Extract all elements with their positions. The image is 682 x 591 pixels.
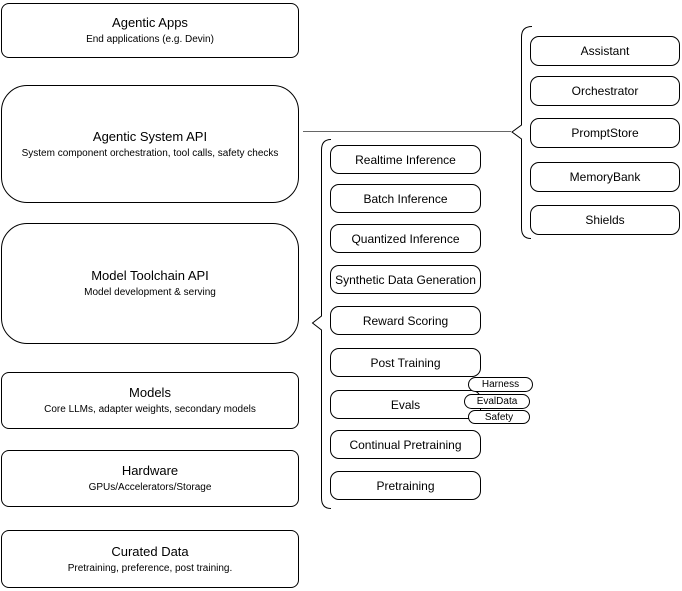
node-label: Continual Pretraining xyxy=(349,437,462,452)
node-memorybank: MemoryBank xyxy=(530,162,680,192)
node-agentic-apps: Agentic Apps End applications (e.g. Devi… xyxy=(1,3,299,58)
tag-label: EvalData xyxy=(476,396,518,407)
node-label: Orchestrator xyxy=(571,84,639,98)
node-post-training: Post Training xyxy=(330,348,481,377)
node-batch-inference: Batch Inference xyxy=(330,184,481,213)
node-pretraining: Pretraining xyxy=(330,471,481,500)
tag-evaldata: EvalData xyxy=(464,394,530,409)
node-curated-data: Curated Data Pretraining, preference, po… xyxy=(1,530,299,588)
node-label: Shields xyxy=(585,213,625,227)
node-agentic-system-api: Agentic System API System component orch… xyxy=(1,85,299,203)
node-label: Batch Inference xyxy=(363,191,448,206)
node-promptstore: PromptStore xyxy=(530,118,680,148)
node-label: Synthetic Data Generation xyxy=(335,272,476,287)
node-realtime-inference: Realtime Inference xyxy=(330,145,481,174)
node-model-toolchain-api: Model Toolchain API Model development & … xyxy=(1,223,299,344)
node-label: MemoryBank xyxy=(569,170,641,184)
tag-label: Harness xyxy=(481,379,520,390)
node-quantized-inference: Quantized Inference xyxy=(330,224,481,253)
node-models: Models Core LLMs, adapter weights, secon… xyxy=(1,372,299,429)
node-subtitle: End applications (e.g. Devin) xyxy=(86,34,214,45)
node-label: PromptStore xyxy=(571,126,639,140)
node-label: Reward Scoring xyxy=(362,313,449,328)
node-orchestrator: Orchestrator xyxy=(530,76,680,106)
node-subtitle: Pretraining, preference, post training. xyxy=(67,562,233,574)
bracket-system-components xyxy=(511,26,533,239)
node-assistant: Assistant xyxy=(530,36,680,66)
node-subtitle: System component orchestration, tool cal… xyxy=(21,147,279,159)
node-title: Agentic Apps xyxy=(112,15,188,30)
node-shields: Shields xyxy=(530,205,680,235)
tag-label: Safety xyxy=(484,411,514,423)
node-hardware: Hardware GPUs/Accelerators/Storage xyxy=(1,450,299,507)
tag-harness: Harness xyxy=(468,377,533,392)
node-label: Pretraining xyxy=(376,478,435,493)
node-subtitle: Core LLMs, adapter weights, secondary mo… xyxy=(44,404,256,415)
node-title: Hardware xyxy=(121,463,179,478)
node-subtitle: GPUs/Accelerators/Storage xyxy=(88,482,212,493)
node-label: Post Training xyxy=(370,355,441,370)
node-evals: Evals xyxy=(330,390,481,419)
node-label: Quantized Inference xyxy=(351,231,460,246)
bracket-toolchain xyxy=(311,139,332,509)
node-continual-pretraining: Continual Pretraining xyxy=(330,430,481,459)
node-title: Model Toolchain API xyxy=(91,268,209,283)
node-title: Agentic System API xyxy=(92,128,208,144)
tag-safety: Safety xyxy=(468,410,530,424)
node-title: Models xyxy=(129,385,171,400)
node-label: Realtime Inference xyxy=(355,152,456,167)
node-subtitle: Model development & serving xyxy=(84,287,216,298)
node-label: Assistant xyxy=(580,44,630,58)
node-reward-scoring: Reward Scoring xyxy=(330,306,481,335)
node-synthetic-data-generation: Synthetic Data Generation xyxy=(330,265,481,294)
node-label: Evals xyxy=(390,397,421,412)
node-title: Curated Data xyxy=(111,543,189,559)
